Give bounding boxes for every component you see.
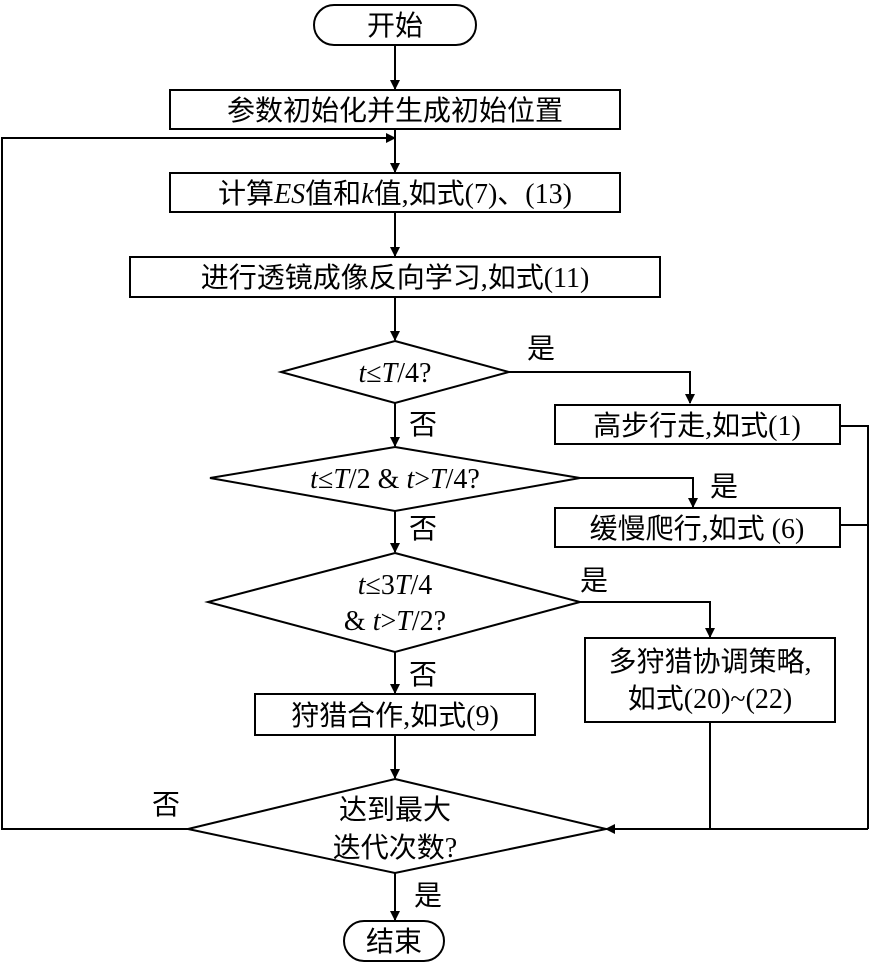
start-label: 开始 (367, 10, 423, 42)
compute-label: 计算ES值和k值,如式(7)、(13) (218, 178, 572, 210)
line-high-walk-out (840, 425, 869, 829)
connectors (1, 45, 869, 921)
end-terminal (343, 920, 445, 962)
arrow-d3-yes (580, 601, 715, 638)
decision-2-gt: > (414, 464, 430, 495)
decision-2-rest: /4? (446, 464, 480, 495)
lens-box (129, 256, 661, 298)
decision-1-T: T (382, 358, 400, 389)
decision-1 (277, 339, 513, 405)
compute-label-pre: 计算 (218, 178, 274, 210)
arrow-d1-yes (509, 371, 695, 404)
compute-label-post: 值,如式(7)、(13) (374, 178, 572, 210)
yes-label-d4: 是 (414, 881, 442, 912)
arrow-d4-loop-back (1, 133, 396, 830)
decision-3-T1: T (395, 570, 413, 601)
decision-4 (187, 777, 607, 875)
high-walk-box (554, 404, 841, 445)
decision-2-t1: t (310, 464, 319, 495)
yes-label-d1: 是 (527, 334, 555, 365)
high-walk-label: 高步行走,如式(1) (593, 410, 801, 442)
end-label: 结束 (366, 926, 422, 958)
compute-label-k: k (361, 179, 374, 210)
decision-3-T2: T (396, 606, 414, 637)
decision-4-label-line2: 迭代次数? (333, 832, 457, 864)
decision-4-label-line1: 达到最大 (339, 794, 451, 826)
decision-3 (204, 551, 584, 654)
coop-hunt-box (254, 693, 536, 736)
decision-1-le: ≤ (366, 358, 381, 389)
no-label-d4: 否 (152, 790, 180, 821)
decision-2 (209, 445, 581, 513)
yes-label-d3: 是 (580, 566, 608, 597)
decision-3-label-line1: t≤3T/4 (358, 570, 433, 601)
decision-2-le: ≤ (318, 464, 333, 495)
compute-label-mid: 值和 (305, 178, 361, 210)
decision-3-t2: t (373, 606, 382, 637)
decision-3-t1: t (358, 570, 367, 601)
decision-1-t: t (359, 358, 368, 389)
start-terminal (313, 4, 477, 46)
decision-3-gt: > (380, 606, 396, 637)
no-label-d3: 否 (409, 660, 437, 691)
multi-hunt-label-line2: 如式(20)~(22) (628, 683, 792, 715)
decision-3-le: ≤3 (366, 570, 395, 601)
decision-2-label: t≤T/2 & t>T/4? (310, 464, 480, 495)
init-label: 参数初始化并生成初始位置 (227, 95, 563, 127)
decision-1-rest: /4? (397, 358, 431, 389)
no-label-d2: 否 (409, 514, 437, 545)
decision-3-amp: & (344, 606, 373, 637)
compute-box (169, 172, 621, 213)
no-label-d1: 否 (409, 410, 437, 441)
compute-label-es: ES (273, 179, 305, 210)
decision-2-t2: t (406, 464, 415, 495)
arrow-d2-yes (580, 477, 698, 508)
coop-hunt-label: 狩猎合作,如式(9) (291, 700, 499, 732)
slow-crawl-box (554, 507, 841, 548)
slow-crawl-label: 缓慢爬行,如式 (6) (590, 513, 805, 545)
decision-3-rest1: /4 (410, 570, 432, 601)
decision-3-label-line2: & t>T/2? (344, 606, 446, 637)
init-box (169, 89, 621, 130)
decision-3-rest2: /2? (412, 606, 446, 637)
lens-label: 进行透镜成像反向学习,如式(11) (201, 262, 590, 294)
multi-hunt-box (584, 637, 836, 723)
decision-2-T2: T (430, 464, 448, 495)
yes-label-d2: 是 (710, 472, 738, 503)
decision-2-T1: T (333, 464, 351, 495)
decision-2-mid: /2 & (349, 464, 407, 495)
decision-1-label: t≤T/4? (359, 358, 432, 389)
multi-hunt-label-line1: 多狩猎协调策略, (608, 646, 811, 678)
